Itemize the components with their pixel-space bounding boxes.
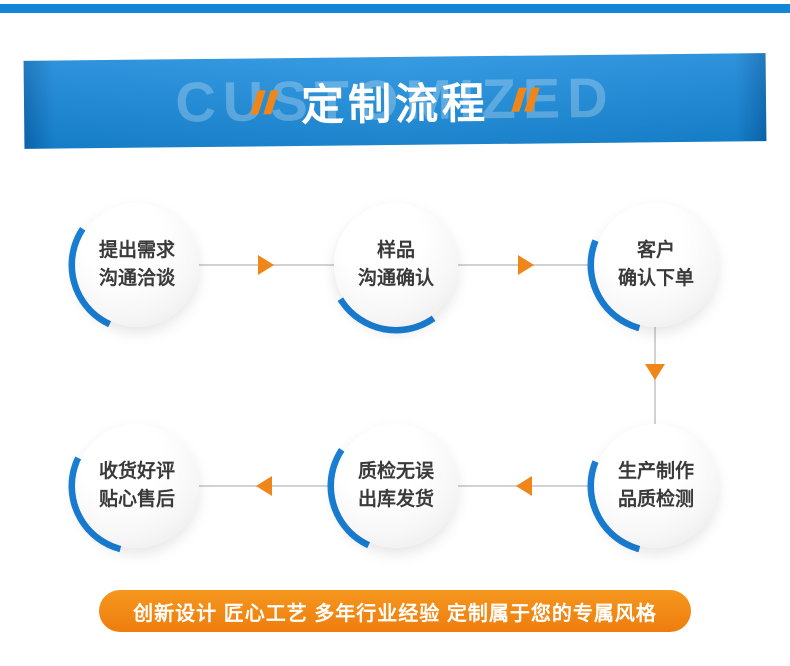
step-label-line1: 质检无误 [357, 460, 434, 482]
right-accent-marks-icon [511, 87, 540, 112]
step-label: 提出需求 沟通洽谈 [99, 237, 175, 294]
flow-step-circle: 质检无误 出库发货 [327, 417, 465, 555]
step-label-line2: 沟通洽谈 [98, 268, 175, 289]
step-label-line1: 样品 [376, 239, 415, 261]
flow-step-circle: 样品 沟通确认 [327, 196, 465, 334]
slogan-text: 创新设计 匠心工艺 多年行业经验 定制属于您的专属风格 [133, 602, 657, 625]
blue-arc-icon [587, 417, 725, 555]
step-label-line1: 客户 [636, 239, 675, 261]
step-label-line2: 出库发货 [357, 489, 434, 510]
section-banner: CUSTOMIZED 定制流程 [23, 53, 767, 149]
flow-step-circle: 客户 确认下单 [587, 196, 725, 334]
arrow-left-icon [256, 476, 272, 496]
step-label: 客户 确认下单 [618, 237, 694, 294]
step-label-line2: 确认下单 [617, 268, 694, 289]
blue-arc-icon [68, 196, 206, 334]
step-label: 质检无误 出库发货 [358, 458, 434, 515]
step-label: 收货好评 贴心售后 [99, 458, 175, 515]
flow-step-circle: 收货好评 贴心售后 [68, 417, 206, 555]
banner-title: 定制流程 [300, 80, 490, 130]
arrow-down-icon [645, 364, 665, 380]
left-accent-marks-icon [250, 90, 279, 115]
step-bubble: 质检无误 出库发货 [334, 424, 458, 548]
blue-arc-icon [327, 417, 465, 555]
step-bubble: 样品 沟通确认 [334, 203, 458, 327]
step-bubble: 生产制作 品质检测 [594, 424, 718, 548]
step-label: 生产制作 品质检测 [618, 458, 694, 515]
arrow-right-icon [518, 255, 534, 275]
step-label-line1: 收货好评 [98, 460, 175, 482]
step-bubble: 收货好评 贴心售后 [75, 424, 199, 548]
step-label-line1: 提出需求 [98, 239, 175, 261]
step-bubble: 客户 确认下单 [594, 203, 718, 327]
step-bubble: 提出需求 沟通洽谈 [75, 203, 199, 327]
arrow-right-icon [258, 255, 274, 275]
step-label: 样品 沟通确认 [358, 237, 434, 294]
blue-arc-icon [68, 417, 206, 555]
blue-arc-icon [327, 196, 465, 334]
banner-title-row: 定制流程 [250, 69, 540, 134]
step-label-line2: 品质检测 [617, 489, 694, 510]
top-border [0, 4, 790, 13]
arrow-left-icon [516, 476, 532, 496]
flow-step-circle: 提出需求 沟通洽谈 [68, 196, 206, 334]
step-label-line2: 贴心售后 [98, 489, 175, 510]
blue-arc-icon [587, 196, 725, 334]
slogan-banner: 创新设计 匠心工艺 多年行业经验 定制属于您的专属风格 [99, 590, 691, 632]
step-label-line2: 沟通确认 [357, 268, 434, 289]
step-label-line1: 生产制作 [617, 460, 694, 482]
flow-step-circle: 生产制作 品质检测 [587, 417, 725, 555]
